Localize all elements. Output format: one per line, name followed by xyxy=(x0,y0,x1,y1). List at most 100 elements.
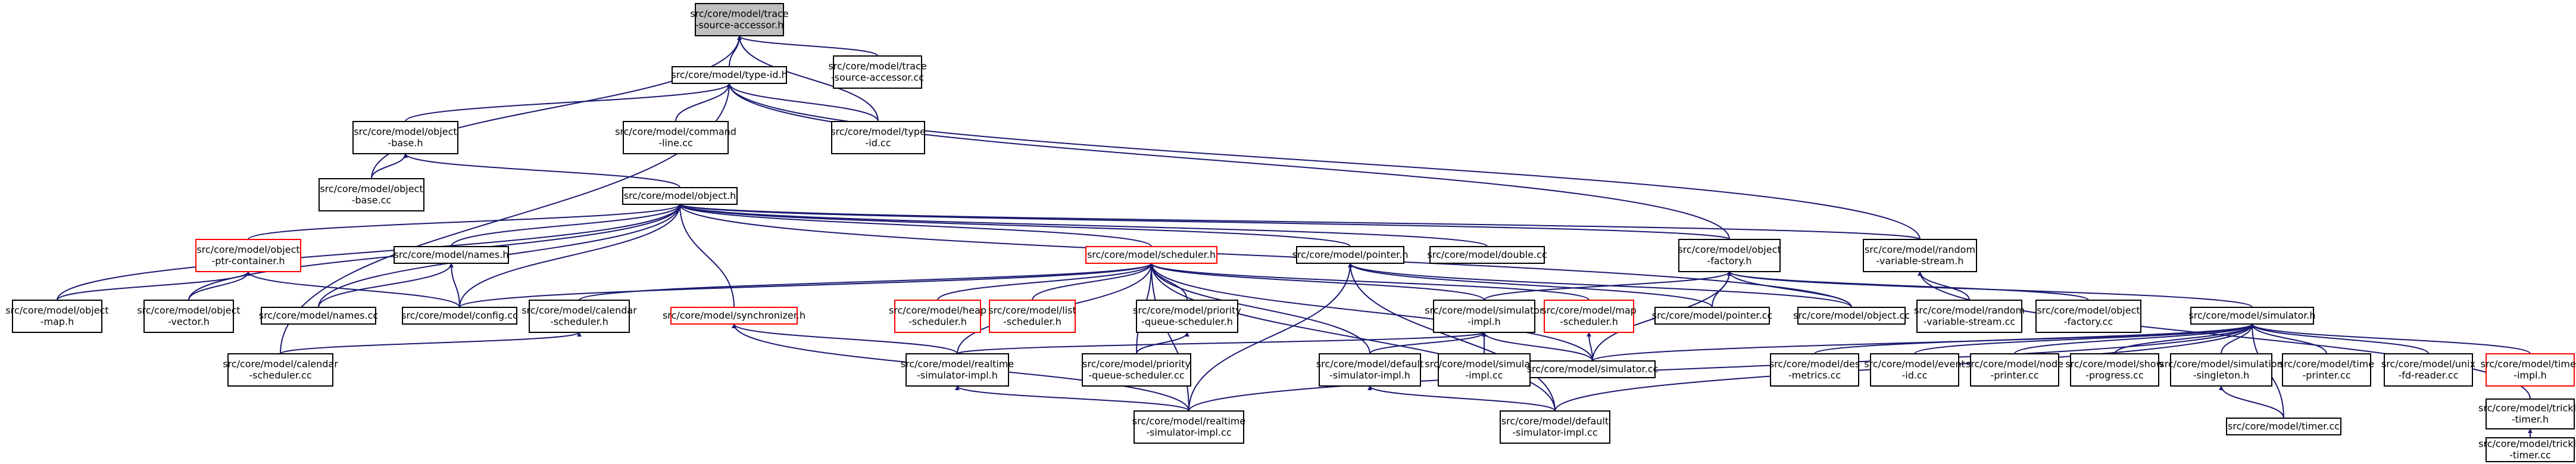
node-box xyxy=(2035,300,2141,333)
file-node-typeid-cc[interactable]: src/core/model/type-id.cc xyxy=(830,121,926,154)
include-edge xyxy=(737,35,878,57)
file-node-map-h[interactable]: src/core/model/map-scheduler.h xyxy=(1541,300,1637,333)
include-edge xyxy=(1727,271,2089,301)
file-node-calsched-h[interactable]: src/core/model/calendar-scheduler.h xyxy=(522,300,637,333)
include-edge xyxy=(403,153,680,188)
node-label-line: src/core/model/double.cc xyxy=(1427,249,1547,260)
node-label-line: src/core/model/object.cc xyxy=(1793,310,1910,321)
file-node-object-h[interactable]: src/core/model/object.h xyxy=(622,187,738,205)
include-edge xyxy=(937,263,1154,301)
file-node-scheduler-h[interactable]: src/core/model/scheduler.h xyxy=(1085,246,1217,264)
file-node-defsimimpl-h[interactable]: src/core/model/default-simulator-impl.h xyxy=(1316,353,1423,387)
file-node-objmap-h[interactable]: src/core/model/object-map.h xyxy=(5,300,109,333)
file-node-objbase-cc[interactable]: src/core/model/object-base.cc xyxy=(319,178,424,211)
node-box xyxy=(1970,353,2059,387)
node-label-line: src/core/model/synchronizer.h xyxy=(663,310,805,321)
file-node-unix-cc[interactable]: src/core/model/unix-fd-reader.cc xyxy=(2381,353,2475,387)
file-node-event-cc[interactable]: src/core/model/event-id.cc xyxy=(1864,353,1965,387)
file-node-config-cc[interactable]: src/core/model/config.cc xyxy=(401,307,518,325)
include-edge xyxy=(677,204,735,308)
file-node-pointer-cc[interactable]: src/core/model/pointer.cc xyxy=(1652,307,1772,325)
node-label-line: src/core/model/timer xyxy=(2481,359,2576,370)
file-node-simsing-h[interactable]: src/core/model/simulation-singleton.h xyxy=(2159,353,2283,387)
node-box xyxy=(1654,307,1770,325)
file-node-prio-cc[interactable]: src/core/model/priority-queue-scheduler.… xyxy=(1082,353,1191,387)
file-node-names-h[interactable]: src/core/model/names.h xyxy=(394,246,509,264)
file-node-show-cc[interactable]: src/core/model/show-progress.cc xyxy=(2065,353,2164,387)
node-label-line: -base.cc xyxy=(352,195,392,206)
file-node-trace-cc[interactable]: src/core/model/trace-source-accessor.cc xyxy=(828,55,927,89)
file-node-trickle-h[interactable]: src/core/model/trickle-timer.h xyxy=(2478,398,2576,429)
node-label-line: -queue-scheduler.cc xyxy=(1088,370,1184,381)
include-edge xyxy=(675,83,732,122)
node-label-line: -queue-scheduler.h xyxy=(1141,316,1233,328)
node-label-line: -variable-stream.h xyxy=(1876,256,1964,267)
node-label-line: src/core/model/default xyxy=(1501,416,1609,427)
node-box xyxy=(2070,353,2159,387)
include-edge xyxy=(1369,332,1487,354)
include-edge xyxy=(1587,332,1593,362)
file-node-trickle-cc[interactable]: src/core/model/trickle-timer.cc xyxy=(2478,437,2576,462)
file-node-trace-h[interactable]: src/core/model/trace-source-accessor.h xyxy=(690,3,789,36)
node-label-line: src/core/model/random xyxy=(1914,305,2025,316)
file-node-rtsimimpl-h[interactable]: src/core/model/realtime-simulator-impl.h xyxy=(901,353,1014,387)
include-edge xyxy=(1149,263,1556,412)
node-label-line: src/core/model/calendar xyxy=(522,305,637,316)
file-node-defsimimpl-cc[interactable]: src/core/model/default-simulator-impl.cc xyxy=(1500,410,1610,444)
file-node-random-h[interactable]: src/core/model/random-variable-stream.h xyxy=(1863,239,1977,272)
file-node-optr-h[interactable]: src/core/model/object-ptr-container.h xyxy=(195,239,301,272)
file-node-simulator-cc[interactable]: src/core/model/simulator.cc xyxy=(1527,360,1659,378)
node-label-line: src/core/model/node xyxy=(1966,359,2063,370)
node-box xyxy=(261,307,376,325)
file-node-simimpl-cc[interactable]: src/core/model/simulator-impl.cc xyxy=(1425,353,1544,387)
node-label-line: -ptr-container.h xyxy=(211,256,285,267)
file-node-timerimpl-h[interactable]: src/core/model/timer-impl.h xyxy=(2481,353,2576,387)
file-node-random-cc[interactable]: src/core/model/random-variable-stream.cc xyxy=(1914,300,2025,333)
node-label-line: -variable-stream.cc xyxy=(1924,316,2015,328)
include-edge xyxy=(955,385,1189,412)
node-label-line: src/core/model/object xyxy=(5,305,108,316)
node-label-line: src/core/model/type-id.h xyxy=(671,69,787,80)
file-node-object-cc[interactable]: src/core/model/object.cc xyxy=(1793,307,1910,325)
node-box xyxy=(352,121,458,154)
include-edge xyxy=(737,35,879,122)
file-node-simimpl-h[interactable]: src/core/model/simulator-impl.h xyxy=(1425,300,1544,333)
file-node-sync-h[interactable]: src/core/model/synchronizer.h xyxy=(663,307,805,325)
node-label-line: src/core/model/time xyxy=(2279,359,2374,370)
file-node-objfact-cc[interactable]: src/core/model/object-factory.cc xyxy=(2035,300,2141,333)
node-label-line: src/core/model/priority xyxy=(1133,305,1241,316)
file-node-timepr-cc[interactable]: src/core/model/time-printer.cc xyxy=(2279,353,2374,387)
node-label-line: -simulator-impl.cc xyxy=(1512,427,1597,438)
file-node-objfact-h[interactable]: src/core/model/object-factory.h xyxy=(1678,239,1781,272)
file-node-simulator-h[interactable]: src/core/model/simulator.h xyxy=(2188,307,2316,325)
file-node-node-cc[interactable]: src/core/model/node-printer.cc xyxy=(1966,353,2063,387)
node-box xyxy=(1863,239,1977,272)
file-node-des-cc[interactable]: src/core/model/des-metrics.cc xyxy=(1769,353,1860,387)
file-node-names-cc[interactable]: src/core/model/names.cc xyxy=(259,307,378,325)
node-label-line: src/core/model/simulator.h xyxy=(2188,310,2315,321)
file-node-prio-h[interactable]: src/core/model/priority-queue-scheduler.… xyxy=(1133,300,1241,333)
file-node-heap-h[interactable]: src/core/model/heap-scheduler.h xyxy=(889,300,986,333)
node-box xyxy=(905,353,1009,387)
include-edge xyxy=(188,271,251,301)
file-node-double-cc[interactable]: src/core/model/double.cc xyxy=(1427,246,1547,264)
node-label-line: -timer.cc xyxy=(2509,450,2551,461)
include-edge xyxy=(2219,385,2284,419)
file-node-timer-cc[interactable]: src/core/model/timer.cc xyxy=(2226,418,2341,435)
node-label-line: -simulator-impl.h xyxy=(1329,370,1410,381)
include-edge xyxy=(1727,271,2253,308)
file-node-rtsimimpl-cc[interactable]: src/core/model/realtime-simulator-impl.c… xyxy=(1132,410,1245,444)
file-node-pointer-h[interactable]: src/core/model/pointer.h xyxy=(1292,246,1409,264)
node-box xyxy=(622,187,738,205)
file-node-typeid-h[interactable]: src/core/model/type-id.h xyxy=(671,66,788,84)
file-node-calsched-cc[interactable]: src/core/model/calendar-scheduler.cc xyxy=(223,353,338,387)
include-edge xyxy=(1592,323,2255,362)
file-node-cmdline-cc[interactable]: src/core/model/command-line.cc xyxy=(615,121,736,154)
file-node-objbase-h[interactable]: src/core/model/object-base.h xyxy=(352,121,458,154)
file-node-objvec-h[interactable]: src/core/model/object-vector.h xyxy=(137,300,241,333)
node-label-line: src/core/model/simulation xyxy=(2159,359,2283,370)
node-box xyxy=(1678,239,1781,272)
file-node-list-h[interactable]: src/core/model/list-scheduler.h xyxy=(988,300,1076,333)
node-box xyxy=(319,178,424,211)
